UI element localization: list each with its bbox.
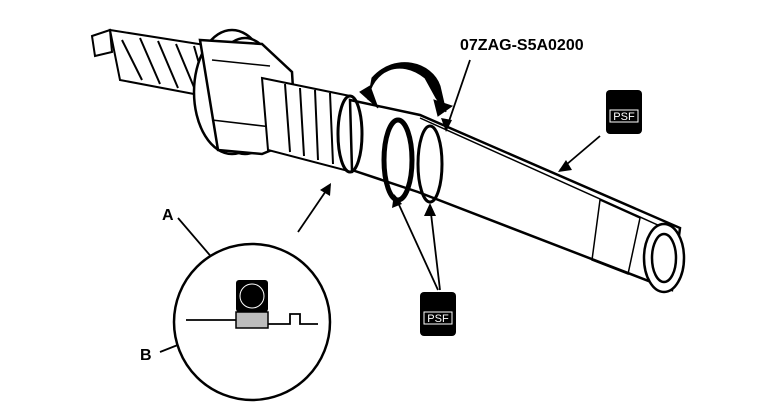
detail-leader xyxy=(297,184,331,233)
psf-lower-leader-right xyxy=(429,204,441,291)
tool-number-leader xyxy=(445,59,471,131)
psf-lower-leader-left xyxy=(394,195,439,291)
detail-view xyxy=(172,242,332,402)
psf-badge-upper: PSF xyxy=(606,90,642,134)
o-ring-right xyxy=(416,124,444,204)
splined-sleeve xyxy=(260,76,363,174)
tool-number-label: 07ZAG-S5A0200 xyxy=(460,37,584,54)
seal-ring-b xyxy=(235,311,269,329)
rotation-arrow xyxy=(359,62,454,117)
psf-badge-lower-text: PSF xyxy=(427,313,449,325)
callout-a-label: A xyxy=(162,207,174,224)
psf-badge-upper-text: PSF xyxy=(613,111,635,123)
tool-shaft xyxy=(348,98,686,294)
psf-badge-lower: PSF xyxy=(420,292,456,336)
callout-b-label: B xyxy=(140,347,152,364)
